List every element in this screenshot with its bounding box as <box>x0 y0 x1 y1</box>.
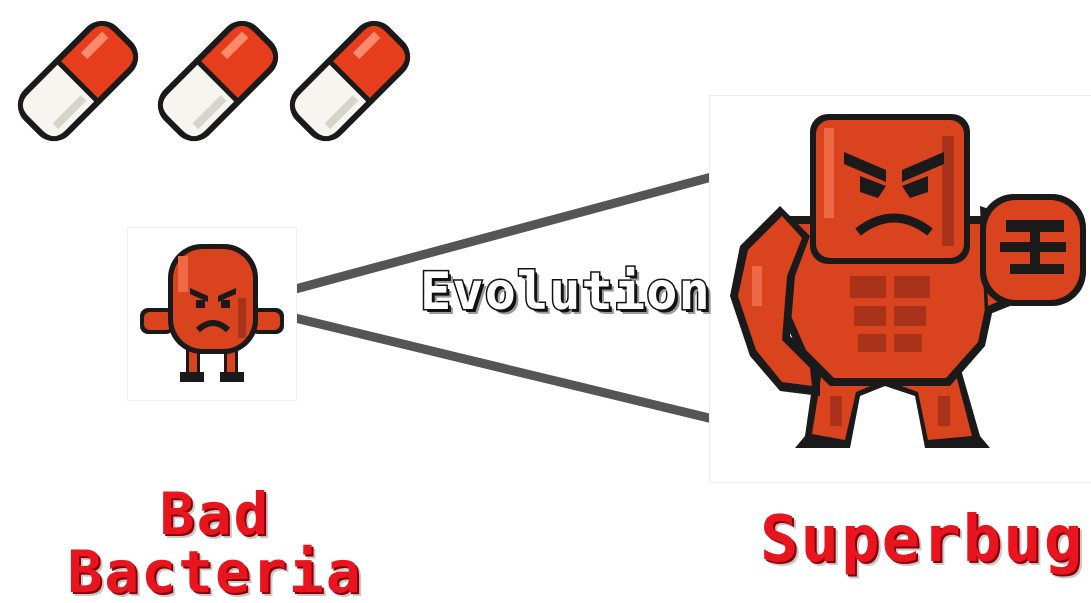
bad-bacteria-label: Bad Bacteria <box>30 485 400 601</box>
pill-icon <box>17 20 139 142</box>
pill-icon <box>289 20 411 142</box>
bad-bacteria-label-line2: Bacteria <box>67 538 363 603</box>
superbug-card <box>709 95 1091 483</box>
evolution-label: Evolution <box>419 261 712 324</box>
bad-bacteria-icon <box>140 244 284 382</box>
pill-icon <box>157 20 279 142</box>
superbug-icon <box>730 114 1086 448</box>
bad-bacteria-label-line1: Bad <box>159 480 271 548</box>
superbug-label: Superbug <box>760 503 1085 577</box>
bad-bacteria-card <box>127 227 297 401</box>
antibiotic-pills <box>8 6 438 166</box>
